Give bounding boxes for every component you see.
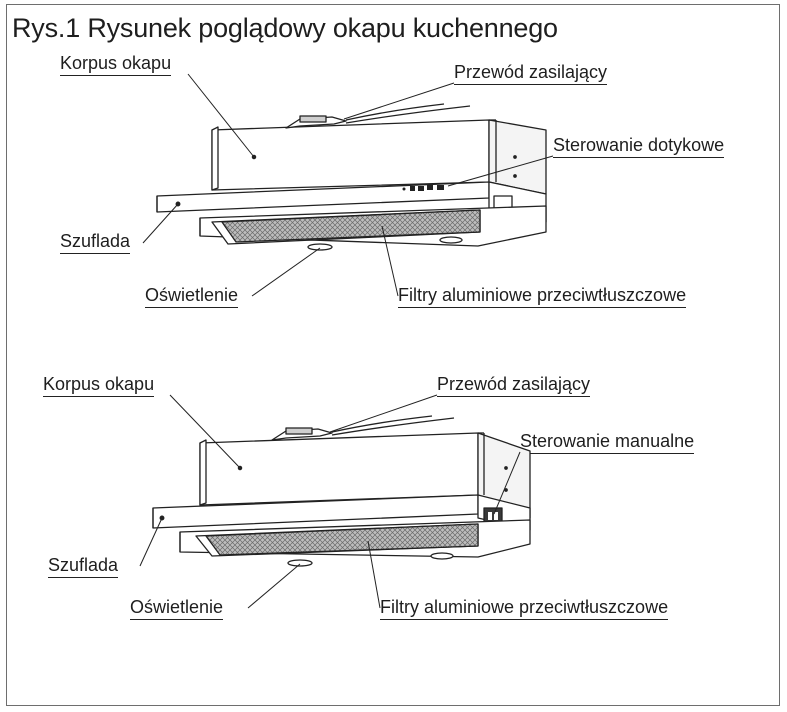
cooker-hood-1: [156, 103, 547, 251]
label-body-1: Korpus okapu: [60, 52, 172, 76]
figure-frame: [6, 4, 780, 706]
power-cable-2: [271, 415, 455, 441]
power-cable-1: [285, 103, 471, 129]
cooker-hood-2: [152, 415, 531, 567]
light-1a: [307, 243, 333, 251]
label-lighting-2: Oświetlenie: [130, 596, 224, 620]
label-filters-2: Filtry aluminiowe przeciwtłuszczowe: [380, 596, 669, 620]
label-control-2: Sterowanie manualne: [520, 430, 695, 454]
light-2b: [430, 552, 454, 560]
label-control-1: Sterowanie dotykowe: [553, 134, 725, 158]
label-lighting-1: Oświetlenie: [145, 284, 239, 308]
figure-title: Rys.1 Rysunek poglądowy okapu kuchennego: [12, 13, 558, 43]
label-body-2: Korpus okapu: [43, 373, 155, 397]
leader-lines-1: [142, 73, 554, 297]
aluminium-filter-2: [205, 523, 479, 556]
label-drawer-2: Szuflada: [48, 554, 119, 578]
leader-lines-2: [139, 394, 521, 609]
label-cable-2: Przewód zasilający: [437, 373, 591, 397]
aluminium-filter-1: [221, 209, 481, 243]
label-filters-1: Filtry aluminiowe przeciwtłuszczowe: [398, 284, 687, 308]
label-drawer-1: Szuflada: [60, 230, 131, 254]
label-cable-1: Przewód zasilający: [454, 61, 608, 85]
light-1b: [439, 236, 463, 244]
touch-panel-icons-1: [402, 185, 444, 191]
light-2a: [287, 559, 313, 567]
